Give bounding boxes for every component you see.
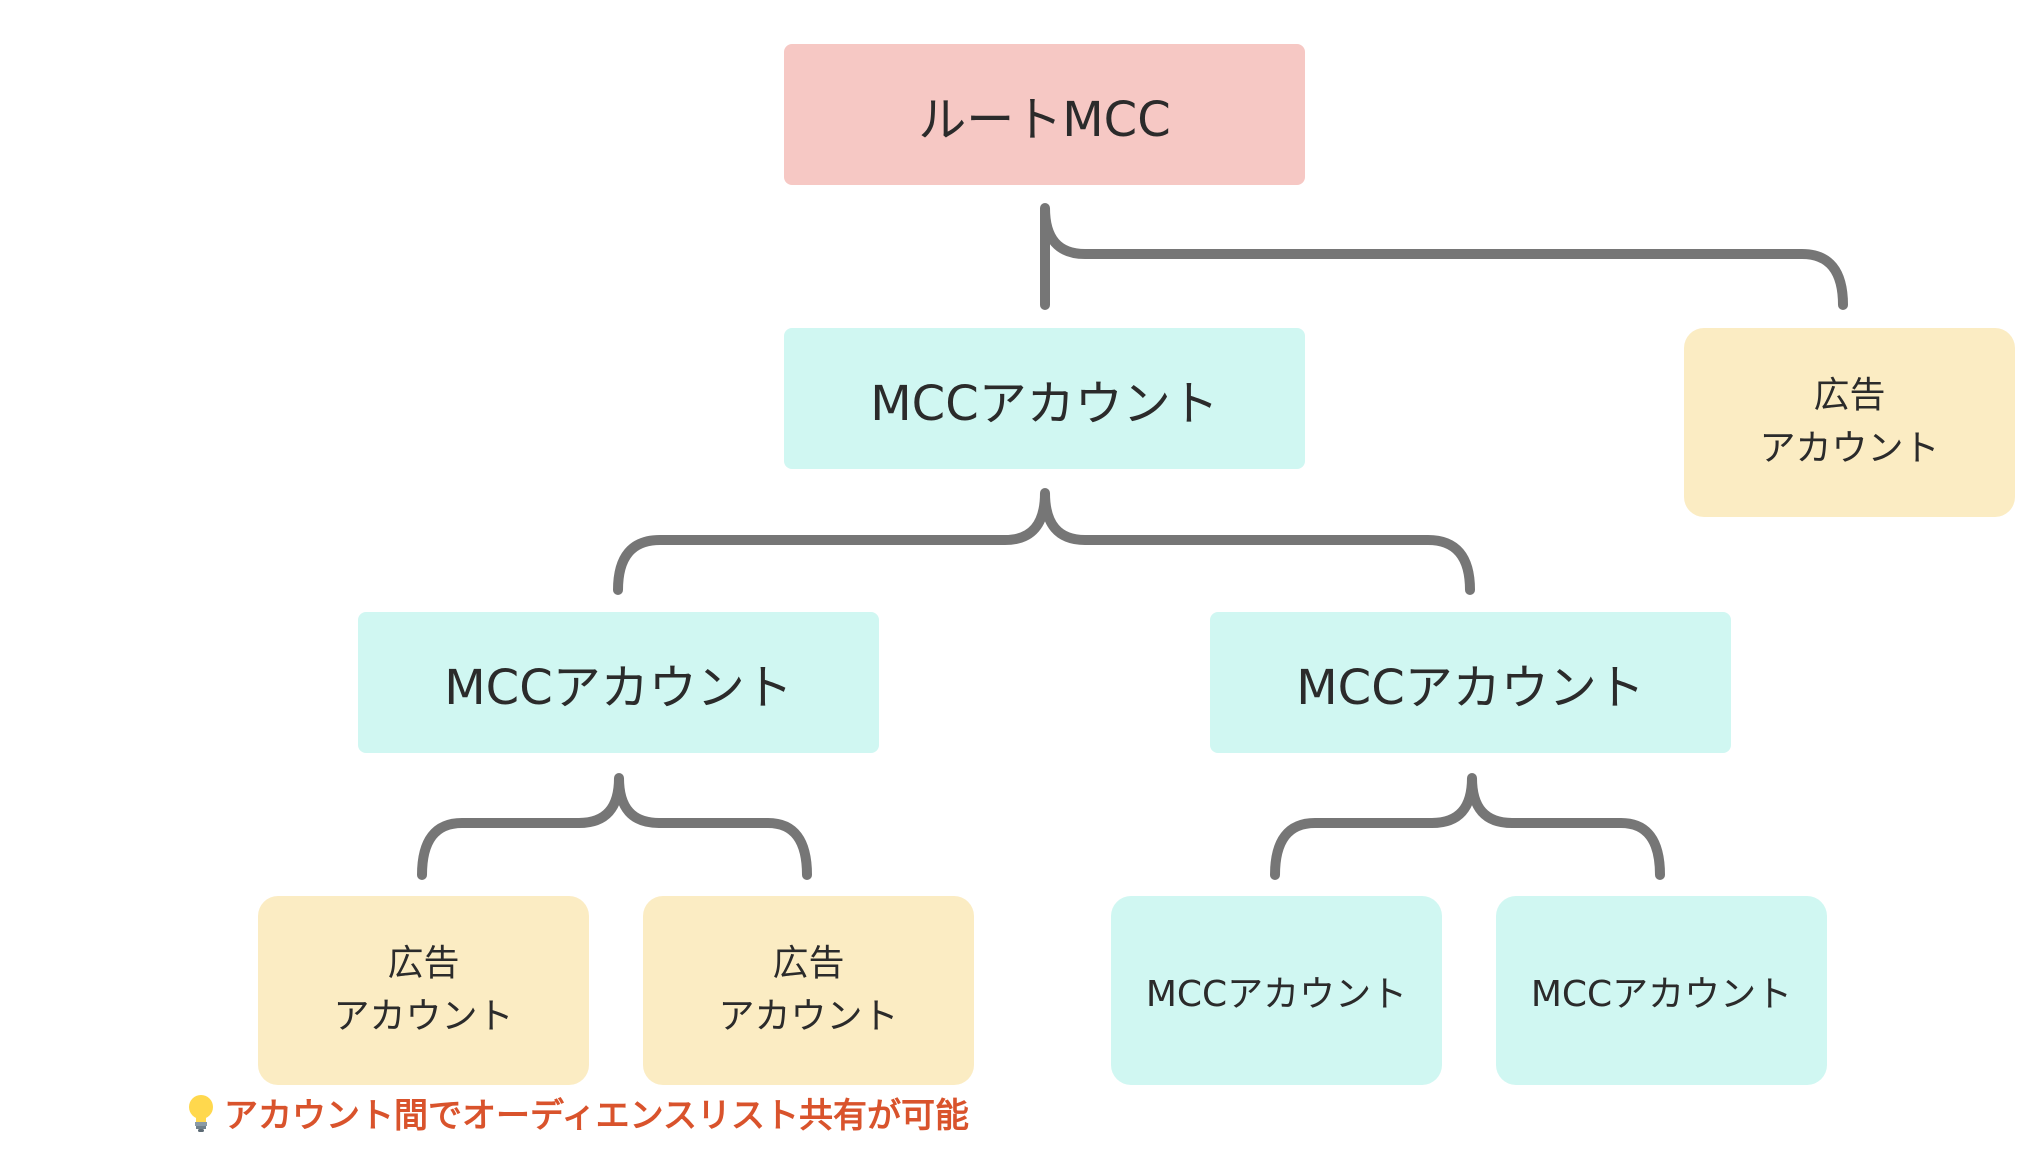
ad-account-label-line1: 広告 bbox=[387, 943, 460, 985]
mcc-account-node-level1: MCCアカウント bbox=[784, 328, 1305, 469]
ad-account-node-left-1: 広告 アカウント bbox=[258, 896, 589, 1085]
mcc-account-label: MCCアカウント bbox=[1145, 973, 1408, 1015]
ad-account-label-line1: 広告 bbox=[1813, 375, 1886, 417]
lightbulb-icon bbox=[189, 1094, 213, 1132]
mcc-account-label: MCCアカウント bbox=[870, 375, 1219, 432]
mcc-account-label: MCCアカウント bbox=[1296, 659, 1645, 716]
mcc-level1-connector bbox=[613, 488, 1475, 595]
mcc-account-node-left: MCCアカウント bbox=[358, 612, 879, 753]
note-text: アカウント間でオーディエンスリスト共有が可能 bbox=[224, 1096, 969, 1136]
ad-account-label-line2: アカウント bbox=[718, 995, 899, 1037]
ad-account-label-line2: アカウント bbox=[333, 995, 514, 1037]
mcc-account-label: MCCアカウント bbox=[444, 659, 793, 716]
root-mcc-node: ルートMCC bbox=[784, 44, 1305, 185]
ad-account-label-line2: アカウント bbox=[1759, 427, 1940, 469]
root-connector bbox=[1040, 203, 1848, 310]
left-mcc-connector bbox=[417, 773, 812, 880]
mcc-account-node-right-1: MCCアカウント bbox=[1111, 896, 1442, 1085]
right-mcc-connector bbox=[1270, 773, 1665, 880]
ad-account-label-line1: 広告 bbox=[772, 943, 845, 985]
note-text-row: アカウント間でオーディエンスリスト共有が可能 bbox=[184, 1088, 969, 1137]
ad-account-node-level1: 広告 アカウント bbox=[1684, 328, 2015, 517]
root-mcc-label: ルートMCC bbox=[918, 91, 1171, 148]
mcc-account-label: MCCアカウント bbox=[1530, 973, 1793, 1015]
mcc-account-node-right-2: MCCアカウント bbox=[1496, 896, 1827, 1085]
mcc-account-node-right: MCCアカウント bbox=[1210, 612, 1731, 753]
ad-account-node-left-2: 広告 アカウント bbox=[643, 896, 974, 1085]
